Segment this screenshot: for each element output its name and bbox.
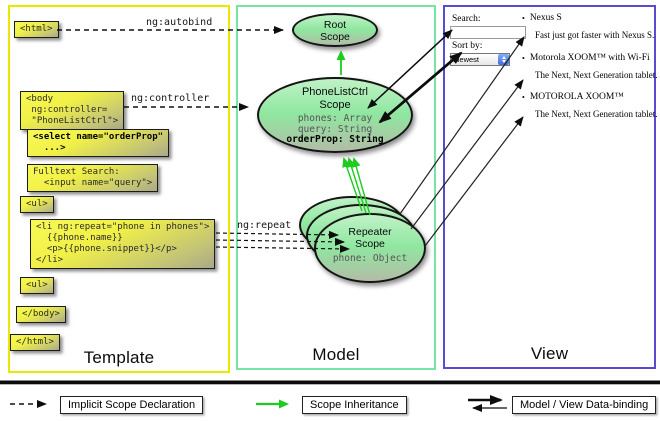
fulltext-search-box: Fulltext Search: <input name="query"> [27, 164, 159, 192]
legend-data-binding-box: Model / View Data-binding [512, 396, 657, 414]
ul-open-tag-box: <ul> [20, 196, 54, 213]
model-column-title: Model [312, 345, 360, 364]
repeater-scope-ellipse: Repeater Scope phone: Object [314, 213, 426, 283]
ng-repeat-label: ng:repeat [237, 220, 292, 231]
phonelistctrl-scope-ellipse: PhoneListCtrl Scope phones: Array query:… [257, 77, 413, 153]
legend-separator-line [0, 380, 660, 385]
li-repeat-box: <li ng:repeat="phone in phones"> {{phone… [30, 219, 216, 269]
html-close-tag-box: </html> [10, 334, 60, 351]
search-input[interactable] [450, 26, 526, 39]
down-arrow-icon [501, 60, 506, 63]
bullet-icon: • [522, 14, 525, 23]
legend-implicit-scope-box: Implicit Scope Declaration [60, 396, 204, 414]
dropdown-stepper-icon [498, 54, 509, 65]
up-arrow-icon [501, 56, 506, 59]
view-column-title: View [530, 344, 569, 363]
select-tag-box: <select name="orderProp" ...> [27, 129, 170, 157]
phone-snippet: The Next, Next Generation tablet. [535, 70, 658, 80]
phone-title: MOTOROLA XOOM™ [529, 92, 624, 102]
model-column: Model [236, 5, 436, 370]
list-item: • Motorola XOOM™ with Wi-Fi The Next, Ne… [522, 53, 658, 81]
ul-close-tag-box: <ul> [20, 277, 54, 294]
body-close-tag-box: </body> [16, 306, 66, 323]
bullet-icon: • [522, 54, 525, 63]
root-scope-ellipse: Root Scope [292, 13, 378, 47]
template-column-title: Template [83, 348, 155, 367]
phone-title: Motorola XOOM™ with Wi-Fi [529, 53, 650, 63]
list-item: • Nexus S Fast just got faster with Nexu… [522, 13, 658, 41]
sort-dropdown[interactable]: Newest [450, 53, 510, 66]
html-open-tag-box: <html> [14, 21, 59, 38]
legend-scope-inheritance-box: Scope Inheritance [302, 396, 407, 414]
sort-dropdown-value: Newest [454, 55, 480, 64]
bullet-icon: • [522, 93, 525, 102]
ng-autobind-label: ng:autobind [146, 17, 213, 28]
phone-title: Nexus S [529, 13, 562, 23]
phone-snippet: The Next, Next Generation tablet. [535, 109, 658, 119]
sort-by-label: Sort by: [452, 41, 483, 51]
body-open-tag-box: <body ng:controller= "PhoneListCtrl"> [20, 91, 125, 130]
phone-snippet: Fast just got faster with Nexus S. [535, 30, 655, 40]
ng-controller-label: ng:controller [131, 93, 210, 104]
list-item: • MOTOROLA XOOM™ The Next, Next Generati… [522, 92, 658, 120]
search-label: Search: [452, 14, 481, 24]
